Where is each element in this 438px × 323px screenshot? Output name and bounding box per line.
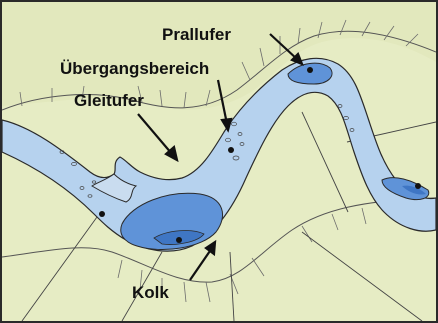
river-meander-illustration: Prallufer Übergangsbereich Gleitufer Kol… (2, 2, 436, 321)
label-uebergangsbereich: Übergangsbereich (60, 59, 209, 78)
label-kolk: Kolk (132, 283, 169, 302)
label-gleitufer: Gleitufer (74, 91, 144, 110)
label-prallufer: Prallufer (162, 25, 231, 44)
